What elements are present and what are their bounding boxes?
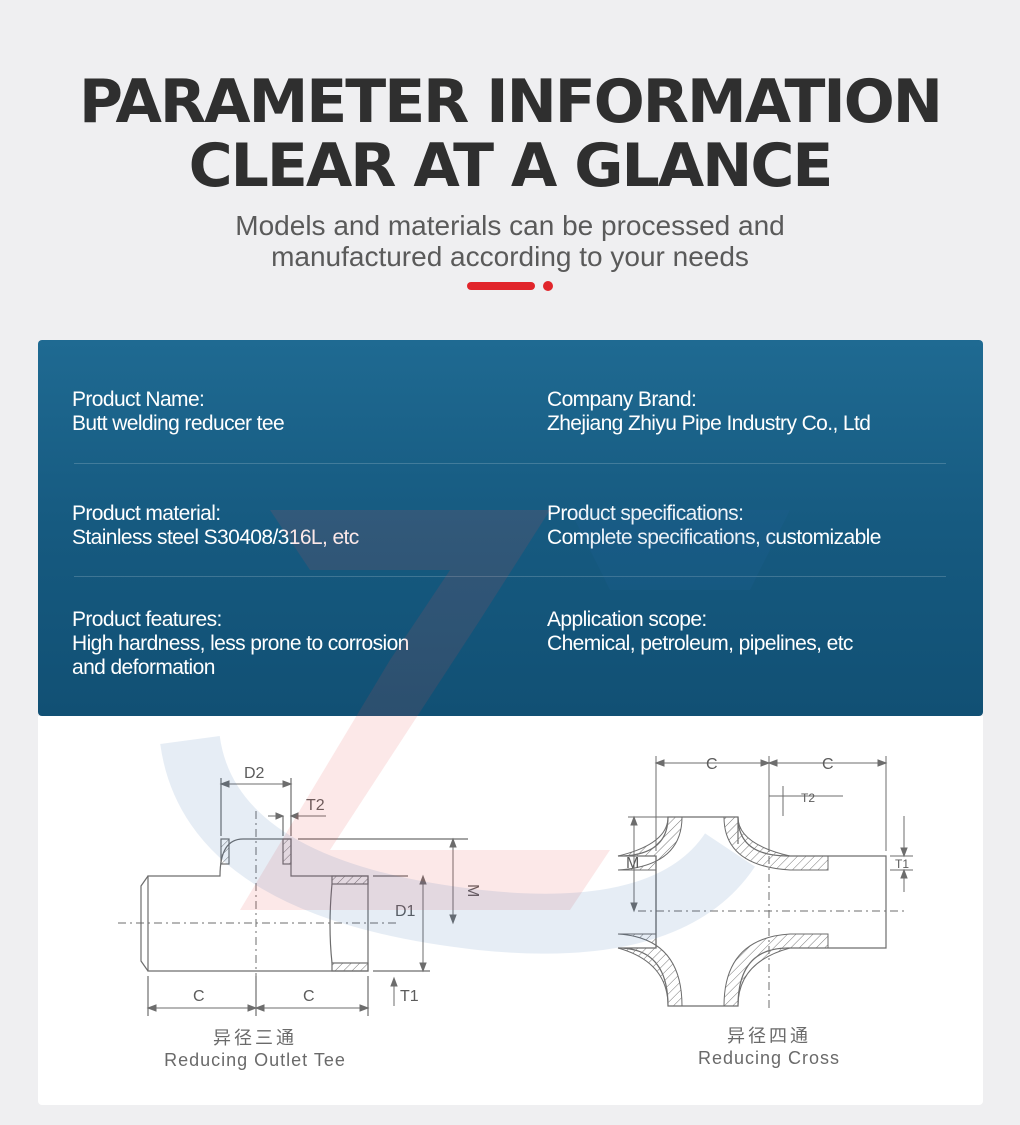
product-features-label: Product features:: [72, 608, 222, 631]
page-subtitle: Models and materials can be processed an…: [0, 210, 1020, 272]
cross-label-c-right: C: [822, 756, 834, 773]
product-name-cell: Product Name: Butt welding reducer tee: [72, 388, 462, 436]
cross-label-m: M: [626, 855, 639, 872]
subtitle-line-2: manufactured according to your needs: [271, 241, 749, 272]
row-divider: [74, 463, 946, 464]
cross-label-t2: T2: [801, 791, 815, 805]
cross-label-t1: T1: [895, 857, 909, 871]
title-line-2: CLEAR AT A GLANCE: [188, 131, 834, 201]
page-header: PARAMETER INFORMATION CLEAR AT A GLANCE …: [0, 70, 1020, 272]
accent-bar: [467, 282, 535, 290]
page-title: PARAMETER INFORMATION CLEAR AT A GLANCE: [0, 70, 1020, 198]
product-name-value: Butt welding reducer tee: [72, 412, 285, 435]
application-scope-value: Chemical, petroleum, pipelines, etc: [547, 632, 853, 655]
title-line-1: PARAMETER INFORMATION: [79, 67, 943, 137]
product-material-cell: Product material: Stainless steel S30408…: [72, 502, 462, 550]
product-features-value-line-2: and deformation: [72, 656, 215, 679]
product-features-cell: Product features: High hardness, less pr…: [72, 608, 462, 680]
subtitle-line-1: Models and materials can be processed an…: [235, 210, 785, 241]
application-scope-label: Application scope:: [547, 608, 707, 631]
tee-label-d1: D1: [395, 903, 416, 920]
company-brand-value: Zhejiang Zhiyu Pipe Industry Co., Ltd: [547, 412, 871, 435]
tee-caption-cn: 异径三通: [213, 1028, 297, 1048]
tee-caption-en: Reducing Outlet Tee: [164, 1050, 346, 1070]
product-features-value-line-1: High hardness, less prone to corrosion: [72, 632, 409, 655]
cross-label-c-left: C: [706, 756, 718, 773]
tee-label-t1: T1: [400, 988, 419, 1005]
tee-label-c-right: C: [303, 988, 315, 1005]
reducing-outlet-tee-drawing: D2 T2 M D1 T1 C C: [118, 756, 913, 1016]
cross-caption: 异径四通 Reducing Cross: [666, 1025, 872, 1069]
accent-dot: [543, 281, 553, 291]
tee-label-d2: D2: [244, 765, 265, 782]
product-material-label: Product material:: [72, 502, 221, 525]
tee-label-t2: T2: [306, 797, 325, 814]
company-brand-label: Company Brand:: [547, 388, 697, 411]
cross-caption-cn: 异径四通: [727, 1026, 811, 1046]
product-material-value: Stainless steel S30408/316L, etc: [72, 526, 359, 549]
tee-caption: 异径三通 Reducing Outlet Tee: [148, 1027, 362, 1071]
company-brand-cell: Company Brand: Zhejiang Zhiyu Pipe Indus…: [547, 388, 967, 436]
parameter-info-panel: Product Name: Butt welding reducer tee C…: [38, 340, 983, 716]
application-scope-cell: Application scope: Chemical, petroleum, …: [547, 608, 967, 656]
product-specifications-value: Complete specifications, customizable: [547, 526, 881, 549]
product-specifications-label: Product specifications:: [547, 502, 744, 525]
row-divider: [74, 576, 946, 577]
tee-label-c-left: C: [193, 988, 205, 1005]
product-specifications-cell: Product specifications: Complete specifi…: [547, 502, 967, 550]
technical-drawings-panel: D2 T2 M D1 T1 C C: [38, 716, 983, 1105]
cross-caption-en: Reducing Cross: [697, 1048, 841, 1068]
product-name-label: Product Name:: [72, 388, 205, 411]
tee-label-m: M: [464, 884, 481, 897]
